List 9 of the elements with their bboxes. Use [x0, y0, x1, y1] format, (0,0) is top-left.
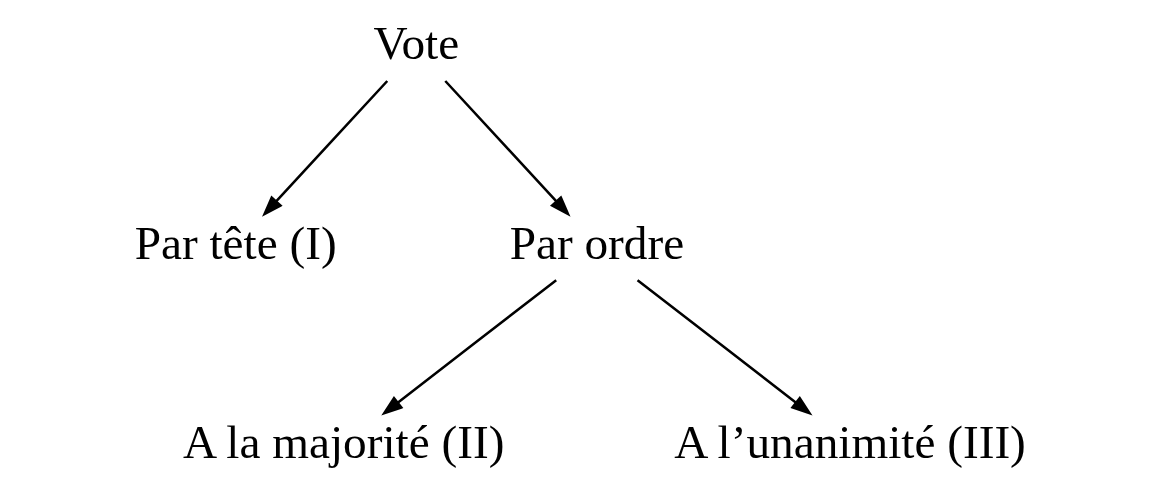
node-text: Par tête (I) [134, 216, 337, 269]
arrow [381, 279, 557, 416]
node-text: Par ordre [509, 216, 685, 269]
arrow [262, 80, 389, 217]
node-text: Vote [373, 17, 460, 70]
node-text: A l’unanimité (III) [674, 415, 1026, 468]
arrow [636, 279, 813, 416]
arrow [444, 80, 571, 217]
node-text: A la majorité (II) [182, 415, 505, 468]
